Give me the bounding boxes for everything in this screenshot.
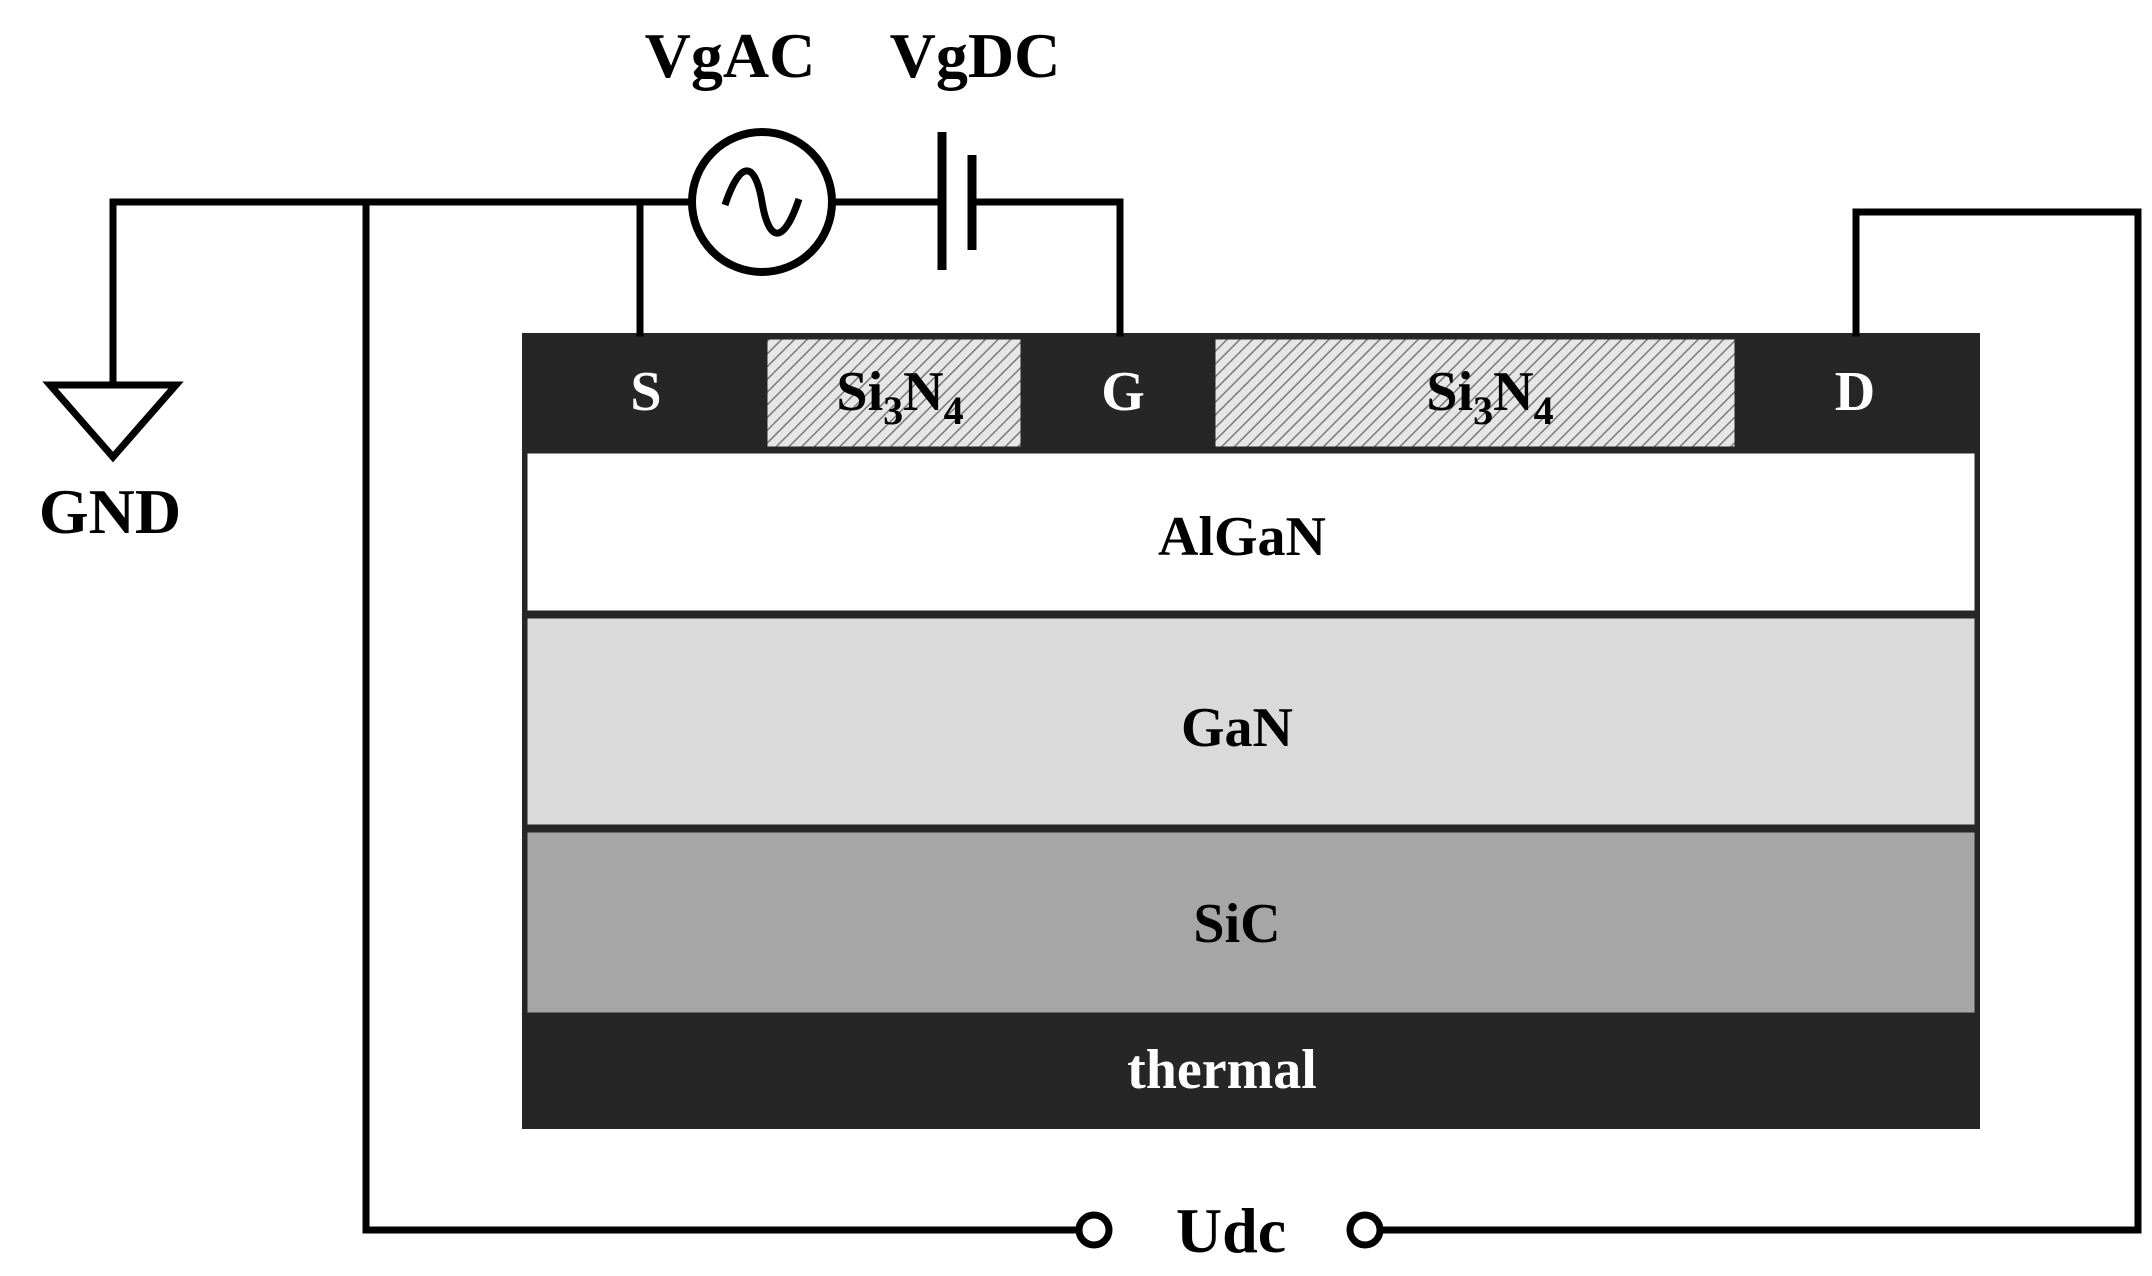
vgdc-label: VgDC	[890, 20, 1061, 91]
udc-terminal-right	[1346, 1211, 1384, 1249]
algan-layer	[524, 450, 1978, 614]
ac-source-icon	[688, 128, 836, 276]
ground-wire	[109, 198, 697, 407]
device-stack	[522, 333, 1980, 1129]
algan-label: AlGaN	[1158, 506, 1326, 568]
gnd-label: GND	[39, 476, 181, 547]
wires	[109, 198, 2142, 1234]
source-label: S	[630, 361, 661, 423]
gan-label: GaN	[1181, 697, 1293, 759]
gate-contact	[1024, 333, 1212, 448]
sic-label: SiC	[1193, 893, 1280, 955]
vgac-label: VgAC	[645, 20, 816, 91]
passivation-right-label: Si3N4	[1426, 361, 1553, 433]
udc-left-wire	[362, 198, 1083, 1234]
ground-icon	[42, 381, 184, 463]
passivation-left-label: Si3N4	[836, 361, 963, 433]
dc-source-icon	[937, 132, 977, 270]
gan-layer	[524, 615, 1978, 828]
drain-wire	[1376, 208, 2142, 1234]
drain-contact	[1738, 333, 1980, 448]
thermal-layer	[522, 1018, 1980, 1129]
sic-layer	[524, 829, 1978, 1016]
udc-label: Udc	[1176, 1195, 1286, 1266]
gate-label: G	[1101, 361, 1145, 423]
passivation-left	[764, 336, 1024, 450]
source-contact	[522, 333, 764, 448]
udc-terminal-left	[1075, 1211, 1113, 1249]
passivation-right	[1212, 336, 1738, 450]
thermal-label: thermal	[1127, 1039, 1317, 1101]
dc-to-gate-wire	[968, 198, 1124, 337]
drain-label: D	[1835, 361, 1875, 423]
